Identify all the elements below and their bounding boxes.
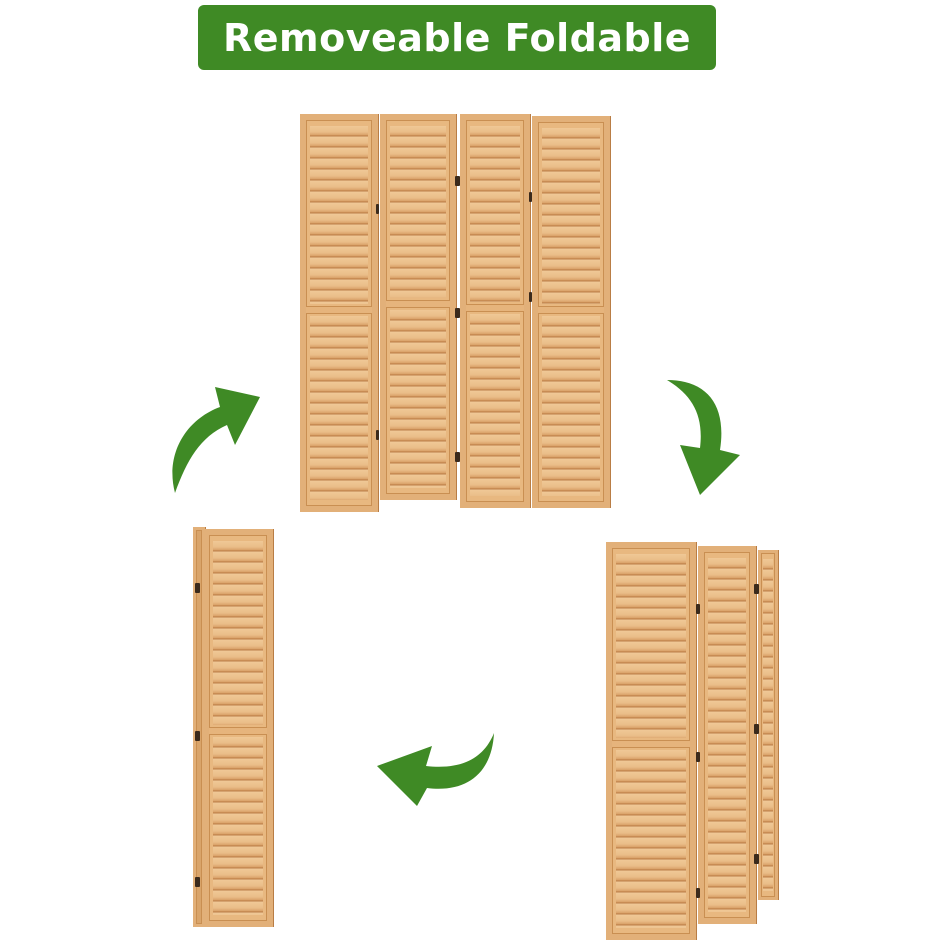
screen-panel [380, 114, 456, 500]
curved-arrow-left-icon [377, 733, 494, 806]
hinge [455, 308, 460, 318]
hinge [195, 731, 200, 741]
hinge [455, 176, 460, 186]
screen-panel [203, 529, 273, 927]
screen-panel [460, 114, 530, 508]
screen-unfolded [298, 112, 612, 514]
hinge [376, 204, 379, 214]
hinge [754, 854, 759, 864]
screen-panel [758, 550, 778, 900]
hinge [696, 604, 700, 614]
hinge [529, 292, 532, 302]
hinge [455, 452, 460, 462]
curved-arrow-down-icon [667, 380, 740, 495]
curved-arrow-up-right-icon [172, 387, 260, 493]
hinge [696, 752, 700, 762]
hinge [754, 724, 759, 734]
screen-panel [606, 542, 696, 940]
screen-fully-folded [193, 527, 273, 929]
hinge [195, 877, 200, 887]
screen-panel [698, 546, 756, 924]
hinge [696, 888, 700, 898]
screen-partially-folded [606, 540, 778, 942]
banner-title: Removeable Foldable [222, 15, 692, 60]
title-banner: Removeable Foldable [198, 5, 716, 70]
hinge [754, 584, 759, 594]
screen-panel [532, 116, 610, 508]
screen-panel [300, 114, 378, 512]
hinge [376, 430, 379, 440]
hinge [195, 583, 200, 593]
hinge [529, 192, 532, 202]
